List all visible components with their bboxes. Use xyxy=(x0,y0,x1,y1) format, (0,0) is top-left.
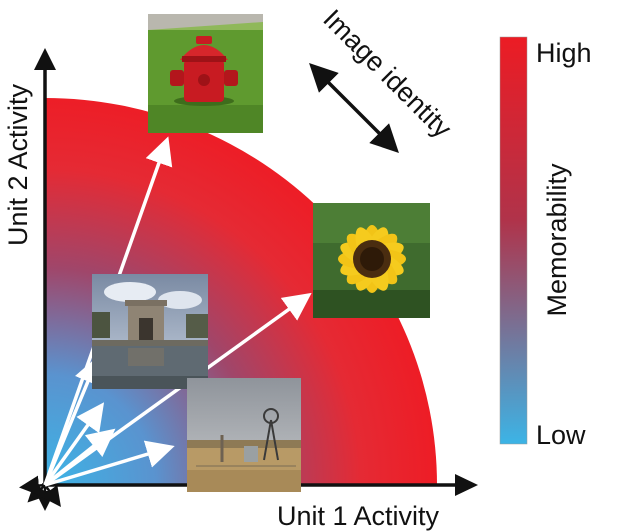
vector-windmill xyxy=(44,440,175,487)
image-temple xyxy=(92,274,208,389)
vector-temple xyxy=(43,355,101,486)
image-identity-label: Image identity xyxy=(317,4,457,144)
colorbar-gradient xyxy=(499,36,528,445)
y-axis-arrowhead xyxy=(34,48,56,70)
origin-arrow-downright xyxy=(41,484,61,508)
origin-arrow-left xyxy=(19,475,46,496)
x-axis-arrowhead xyxy=(455,474,478,496)
memorability-colorbar: High Low Memorability xyxy=(499,36,592,450)
image-sunflower xyxy=(313,203,430,318)
colorbar-low-label: Low xyxy=(536,420,586,450)
x-axis-label: Unit 1 Activity xyxy=(277,501,440,531)
vector-short-2 xyxy=(43,428,116,487)
colorbar-title: Memorability xyxy=(542,163,572,317)
vector-short-1 xyxy=(43,402,105,487)
image-identity-arrow xyxy=(309,63,399,153)
image-windmill-field xyxy=(187,378,301,492)
colorbar-high-label: High xyxy=(536,38,592,68)
y-axis-label: Unit 2 Activity xyxy=(3,83,33,246)
image-fire-hydrant xyxy=(148,14,263,133)
